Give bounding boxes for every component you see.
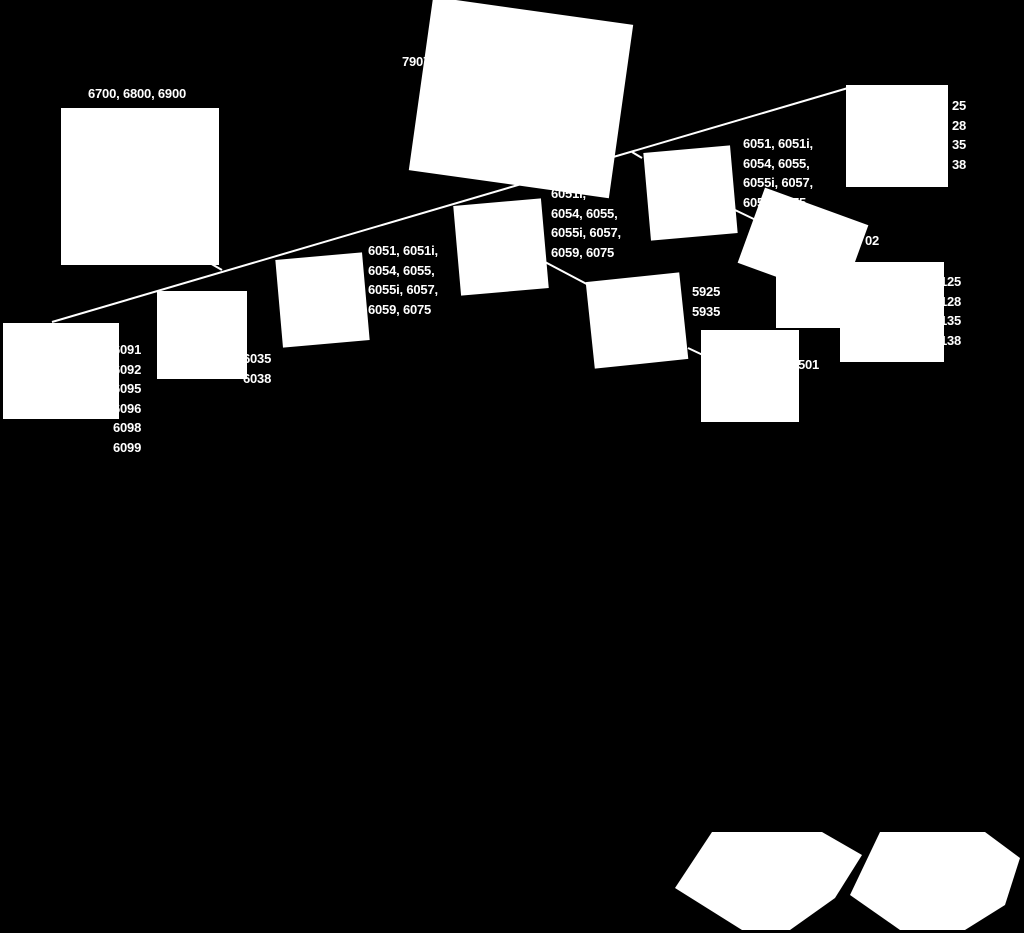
label-6700-6800-6900: 6700, 6800, 6900	[88, 86, 187, 101]
hexagon-shape-left	[675, 832, 862, 930]
label-6035-6038: 6035 6038	[243, 351, 272, 386]
box-6035-6038	[157, 291, 247, 379]
box-right-middle-list	[840, 262, 944, 362]
label-right-upper-list: 25 28 35 38	[952, 98, 967, 172]
label-5925-5935: 5925 5935	[692, 284, 721, 319]
label-center-group: 6051i, 6054, 6055, 6055i, 6057, 6059, 60…	[551, 186, 621, 260]
label-center-left-group: 6051, 6051i, 6054, 6055, 6055i, 6057, 60…	[368, 243, 438, 317]
label-right-middle-list: 125 128 135 138	[940, 274, 962, 348]
connector-small-stub	[631, 151, 643, 159]
box-right-upper	[846, 85, 948, 187]
label-right-upper-group: 6051, 6051i, 6054, 6055, 6055i, 6057, 60…	[743, 136, 813, 210]
box-501	[701, 330, 799, 422]
box-right-middle-back	[776, 262, 846, 328]
label-left-list: 6091 6092 6095 6096 6098 6099	[113, 342, 142, 455]
label-501: 501	[798, 357, 820, 372]
label-right-middle-partial: 02	[865, 233, 880, 248]
box-6700-6800-6900	[61, 108, 219, 265]
box-left-list	[3, 323, 119, 419]
main-diagonal-line	[51, 87, 849, 323]
hexagon-shape-right	[850, 832, 1020, 930]
